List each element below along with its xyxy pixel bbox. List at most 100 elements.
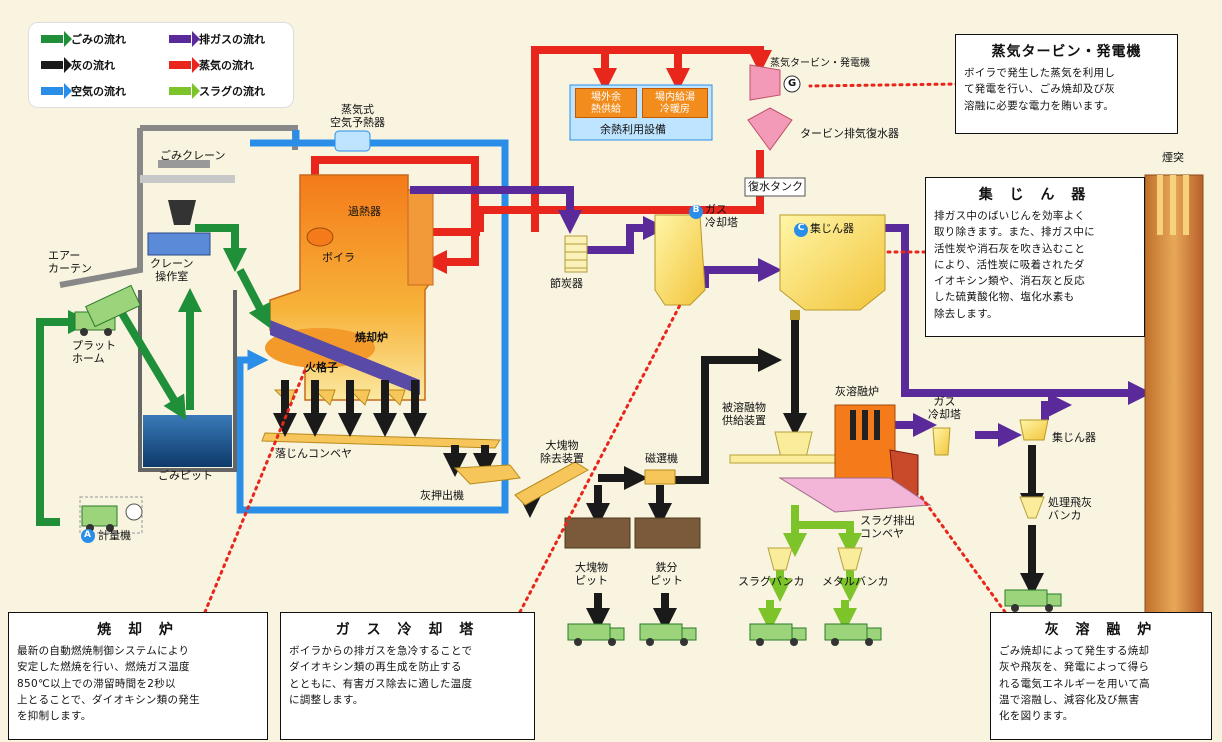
label-garbage-crane: ごみクレーン bbox=[160, 149, 226, 162]
bulky-pit-shape bbox=[564, 517, 631, 549]
ash-flow-lines bbox=[273, 320, 1044, 632]
label-slag-conveyor: スラグ排出 コンベヤ bbox=[860, 514, 915, 540]
economizer-shape bbox=[564, 235, 588, 273]
building-outline bbox=[140, 125, 298, 150]
gas-cooling-tower-tag: B bbox=[689, 205, 703, 219]
label-turbine-generator: 蒸気タービン・発電機 bbox=[770, 58, 870, 69]
label-bulky-pit: 大塊物 ピット bbox=[575, 561, 608, 587]
label-garbage-pit: ごみピット bbox=[158, 469, 213, 482]
label-weighing-machine: 計量機 bbox=[98, 529, 131, 542]
condenser-shape bbox=[747, 107, 793, 151]
dust-collector-shape bbox=[779, 214, 886, 311]
label-incinerator: 焼却炉 bbox=[355, 331, 388, 344]
label-gas-cooling-tower: ガス 冷却塔 bbox=[705, 203, 738, 229]
label-turbine-condenser: タービン排気復水器 bbox=[800, 127, 899, 140]
dust-collector-2-shape bbox=[1019, 419, 1049, 441]
slag-flow-lines bbox=[758, 505, 862, 632]
air-flow-lines bbox=[236, 130, 509, 514]
label-chimney: 煙突 bbox=[1162, 151, 1184, 164]
crane-grab bbox=[168, 200, 196, 225]
label-dust-collector-2: 集じん器 bbox=[1052, 431, 1096, 444]
callout-leaders bbox=[203, 82, 1007, 614]
fly-ash-bunker-shape bbox=[1019, 496, 1045, 519]
legend-item-ash: 灰の流れ bbox=[41, 57, 115, 73]
gas-cooling-tower-2-shape bbox=[932, 427, 951, 456]
crane-rail bbox=[140, 175, 235, 183]
legend-item-steam: 蒸気の流れ bbox=[169, 57, 254, 73]
legend-item-air: 空気の流れ bbox=[41, 83, 126, 99]
label-ash-extruder: 灰押出機 bbox=[420, 489, 464, 502]
metal-bunker-shape bbox=[837, 547, 863, 571]
label-platform: プラット ホーム bbox=[72, 339, 116, 365]
ash-trucks bbox=[567, 589, 1062, 646]
label-crane-room: クレーン 操作室 bbox=[150, 257, 194, 283]
bulky-removal-conveyor bbox=[514, 461, 589, 506]
truck-weighing bbox=[81, 505, 118, 532]
green-arrow-icon bbox=[41, 31, 72, 47]
label-air-curtain: エアー カーテン bbox=[48, 249, 92, 275]
weighing-scale-dial bbox=[125, 503, 143, 521]
outside-heat-supply: 場外余 熱供給 bbox=[575, 88, 637, 118]
ash-extruder-shape bbox=[453, 464, 521, 485]
label-steam-air-preheater: 蒸気式 空気予熱器 bbox=[330, 103, 385, 129]
callout-ash-melting-furnace: 灰 溶 融 炉 ごみ焼却によって発生する焼却 灰や飛灰を、発電によって得ら れる… bbox=[990, 612, 1212, 740]
label-bulky-removal: 大塊物 除去装置 bbox=[540, 439, 584, 465]
crane-room-window bbox=[147, 232, 211, 256]
label-melt-feeder: 被溶融物 供給装置 bbox=[722, 401, 766, 427]
label-slag-bunker: スラグバンカ bbox=[738, 575, 805, 588]
callout-gas-cooling-tower: ガ ス 冷 却 塔 ボイラからの排ガスを急冷することで ダイオキシン類の再生成を… bbox=[280, 612, 535, 740]
generator-circle bbox=[783, 75, 801, 93]
gas-cooling-tower-shape bbox=[654, 214, 706, 306]
superheater-column bbox=[407, 189, 434, 286]
legend-item-exhaust: 排ガスの流れ bbox=[169, 31, 265, 47]
drop-conveyor-shape bbox=[261, 432, 501, 449]
condensate-tank-shape bbox=[744, 177, 806, 197]
label-gas-cooling-tower-2: ガス 冷却塔 bbox=[928, 395, 961, 421]
garbage-pit-walls bbox=[138, 290, 237, 472]
weighing-tag-circle bbox=[81, 529, 95, 543]
weighing-station bbox=[79, 496, 143, 534]
garbage-flow-lines bbox=[36, 224, 271, 526]
red-arrow-icon bbox=[169, 57, 200, 73]
purple-arrow-icon bbox=[169, 31, 200, 47]
exhaust-flow-lines bbox=[410, 186, 1152, 447]
blue-arrow-icon bbox=[41, 83, 72, 99]
legend-item-slag: スラグの流れ bbox=[169, 83, 265, 99]
callout-dust-collector: 集 じ ん 器 排ガス中のばいじんを効率よく 取り除きます。また、排ガス中に 活… bbox=[925, 177, 1145, 337]
generator-symbol: G bbox=[788, 78, 797, 89]
dust-outlet bbox=[790, 310, 800, 320]
label-boiler: ボイラ bbox=[322, 251, 355, 264]
dumped-bin bbox=[85, 284, 141, 328]
chimney-shape bbox=[1144, 174, 1204, 616]
magnetic-separator-shape bbox=[644, 469, 676, 485]
iron-pit-shape bbox=[634, 517, 701, 549]
label-fly-ash-bunker: 処理飛灰 バンカ bbox=[1048, 496, 1092, 522]
label-drop-conveyor: 落じんコンベヤ bbox=[275, 447, 352, 460]
label-fire-grate: 火格子 bbox=[305, 361, 338, 374]
steam-air-preheater bbox=[334, 130, 371, 152]
weighing-tag: A bbox=[84, 530, 91, 540]
label-iron-pit: 鉄分 ピット bbox=[650, 561, 683, 587]
label-superheater: 過熱器 bbox=[348, 205, 381, 218]
black-arrow-icon bbox=[41, 57, 72, 73]
label-condensate-tank: 復水タンク bbox=[748, 180, 803, 193]
legend-item-garbage: ごみの流れ bbox=[41, 31, 126, 47]
slag-bunker-shape bbox=[767, 547, 793, 571]
label-ash-melting-furnace: 灰溶融炉 bbox=[835, 385, 879, 398]
callout-turbine: 蒸気タービン・発電機 ボイラで発生した蒸気を利用し て発電を行い、ごみ焼却及び灰… bbox=[955, 34, 1178, 134]
grate-shape bbox=[270, 320, 420, 395]
label-metal-bunker: メタルバンカ bbox=[822, 575, 889, 588]
crane-trolley bbox=[158, 160, 210, 168]
turbine-shape bbox=[749, 64, 781, 101]
label-economizer: 節炭器 bbox=[550, 277, 583, 290]
garbage-pit-contents bbox=[143, 415, 232, 467]
callout-incinerator: 焼 却 炉 最新の自動燃焼制御システムにより 安定した燃焼を行い、燃焼ガス温度 … bbox=[8, 612, 268, 740]
legend: ごみの流れ 排ガスの流れ 灰の流れ 蒸気の流れ 空気の流れ スラグの流れ bbox=[28, 22, 294, 108]
boiler-drum bbox=[306, 227, 334, 247]
label-dust-collector: 集じん器 bbox=[810, 222, 854, 235]
label-waste-heat-equipment: 余熱利用設備 bbox=[600, 123, 666, 136]
slag-conveyor-shape bbox=[778, 477, 932, 513]
inside-heat-supply: 場内給湯 冷暖房 bbox=[642, 88, 708, 118]
